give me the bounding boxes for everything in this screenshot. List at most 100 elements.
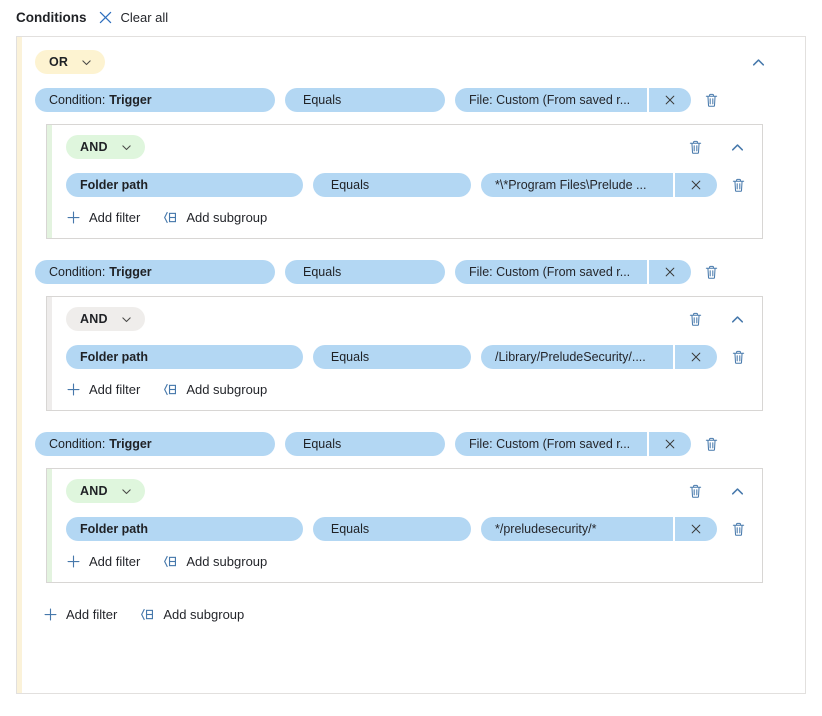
and-operator-label: AND [80, 312, 108, 326]
chevron-up-icon [752, 58, 765, 66]
add-subgroup-button[interactable]: Add subgroup [162, 554, 267, 569]
add-filter-label: Add filter [89, 382, 141, 397]
plus-icon [66, 554, 81, 569]
delete-subgroup-button[interactable] [688, 483, 703, 499]
filter-field-pill[interactable]: Folder path [66, 173, 303, 197]
trash-icon [689, 484, 702, 498]
close-icon [691, 352, 701, 362]
add-subgroup-button[interactable]: Add subgroup [139, 607, 244, 622]
and-operator-label: AND [80, 484, 108, 498]
condition-field-value: Trigger [109, 265, 152, 279]
and-subgroup-header: AND [66, 135, 746, 159]
add-filter-label: Add filter [89, 210, 141, 225]
add-subgroup-button[interactable]: Add subgroup [162, 210, 267, 225]
collapse-subgroup-button[interactable] [729, 139, 746, 156]
clear-all-button[interactable]: Clear all [97, 9, 168, 26]
or-operator-dropdown[interactable]: OR [35, 50, 106, 74]
plus-icon [66, 210, 81, 225]
condition-value-pill[interactable]: File: Custom (From saved r... [455, 88, 647, 112]
filter-row: Folder path Equals *\*Program Files\Prel… [66, 173, 746, 197]
filter-value-pill[interactable]: /Library/PreludeSecurity/.... [481, 345, 673, 369]
and-subgroup: AND Folder path Equals /Library/PreludeS… [46, 296, 763, 411]
delete-condition-button[interactable] [704, 92, 719, 108]
close-icon [665, 439, 675, 449]
delete-condition-button[interactable] [704, 264, 719, 280]
collapse-subgroup-button[interactable] [729, 483, 746, 500]
condition-value-group: File: Custom (From saved r... [455, 88, 691, 112]
delete-filter-button[interactable] [731, 521, 746, 537]
subgroup-links-row: Add filter Add subgroup [66, 382, 746, 397]
condition-field-pill[interactable]: Condition: Trigger [35, 88, 275, 112]
or-accent-strip [17, 37, 22, 693]
condition-field-pill[interactable]: Condition: Trigger [35, 260, 275, 284]
add-filter-button[interactable]: Add filter [66, 210, 140, 225]
remove-value-button[interactable] [649, 260, 691, 284]
delete-condition-button[interactable] [704, 436, 719, 452]
add-subgroup-label: Add subgroup [186, 382, 268, 397]
add-subgroup-label: Add subgroup [163, 607, 245, 622]
delete-subgroup-button[interactable] [688, 311, 703, 327]
delete-filter-button[interactable] [731, 349, 746, 365]
trash-icon [705, 93, 718, 107]
filter-row: Folder path Equals /Library/PreludeSecur… [66, 345, 746, 369]
and-operator-dropdown[interactable]: AND [66, 307, 145, 331]
trash-icon [705, 265, 718, 279]
chevron-down-icon [80, 56, 93, 69]
condition-field-pill[interactable]: Condition: Trigger [35, 432, 275, 456]
condition-operator-pill[interactable]: Equals [285, 432, 445, 456]
delete-filter-button[interactable] [731, 177, 746, 193]
condition-value-pill[interactable]: File: Custom (From saved r... [455, 260, 647, 284]
conditions-header: Conditions Clear all [0, 0, 822, 34]
plus-icon [66, 382, 81, 397]
condition-operator-pill[interactable]: Equals [285, 260, 445, 284]
and-subgroup: AND Folder path Equals *\*Program Files\… [46, 124, 763, 239]
and-operator-dropdown[interactable]: AND [66, 479, 145, 503]
chevron-down-icon [120, 485, 133, 498]
add-filter-button[interactable]: Add filter [66, 382, 140, 397]
remove-value-button[interactable] [675, 345, 717, 369]
or-group-container: OR Condition: Trigger Equals File: Custo… [16, 36, 806, 694]
filter-operator-pill[interactable]: Equals [312, 345, 471, 369]
or-group-header: OR [35, 50, 789, 74]
condition-value-pill[interactable]: File: Custom (From saved r... [455, 432, 647, 456]
remove-value-button[interactable] [649, 432, 691, 456]
filter-field-pill[interactable]: Folder path [66, 517, 303, 541]
condition-value-group: File: Custom (From saved r... [455, 260, 691, 284]
add-subgroup-icon [162, 210, 178, 225]
add-filter-button[interactable]: Add filter [66, 554, 140, 569]
chevron-down-icon [120, 141, 133, 154]
filter-value-group: */preludesecurity/* [481, 517, 717, 541]
filter-operator-pill[interactable]: Equals [312, 517, 471, 541]
filter-value-pill[interactable]: *\*Program Files\Prelude ... [481, 173, 673, 197]
trash-icon [732, 178, 745, 192]
and-operator-dropdown[interactable]: AND [66, 135, 145, 159]
trash-icon [705, 437, 718, 451]
remove-value-button[interactable] [675, 173, 717, 197]
remove-value-button[interactable] [649, 88, 691, 112]
filter-operator-pill[interactable]: Equals [312, 173, 471, 197]
collapse-group-button[interactable] [750, 54, 767, 71]
condition-operator-pill[interactable]: Equals [285, 88, 445, 112]
delete-subgroup-button[interactable] [688, 139, 703, 155]
or-operator-label: OR [49, 55, 69, 69]
and-subgroup: AND Folder path Equals */preludesecurity… [46, 468, 763, 583]
trash-icon [689, 140, 702, 154]
add-subgroup-icon [162, 554, 178, 569]
clear-all-x-icon [97, 9, 114, 26]
close-icon [665, 95, 675, 105]
add-filter-button[interactable]: Add filter [43, 607, 117, 622]
condition-field-value: Trigger [109, 437, 152, 451]
subgroup-links-row: Add filter Add subgroup [66, 210, 746, 225]
add-subgroup-button[interactable]: Add subgroup [162, 382, 267, 397]
collapse-subgroup-button[interactable] [729, 311, 746, 328]
condition-field-value: Trigger [109, 93, 152, 107]
add-subgroup-icon [139, 607, 155, 622]
filter-value-pill[interactable]: */preludesecurity/* [481, 517, 673, 541]
chevron-up-icon [731, 315, 744, 323]
filter-field-pill[interactable]: Folder path [66, 345, 303, 369]
condition-row: Condition: Trigger Equals File: Custom (… [35, 432, 789, 456]
remove-value-button[interactable] [675, 517, 717, 541]
condition-field-label: Condition: [49, 93, 106, 107]
close-icon [691, 180, 701, 190]
trash-icon [732, 522, 745, 536]
